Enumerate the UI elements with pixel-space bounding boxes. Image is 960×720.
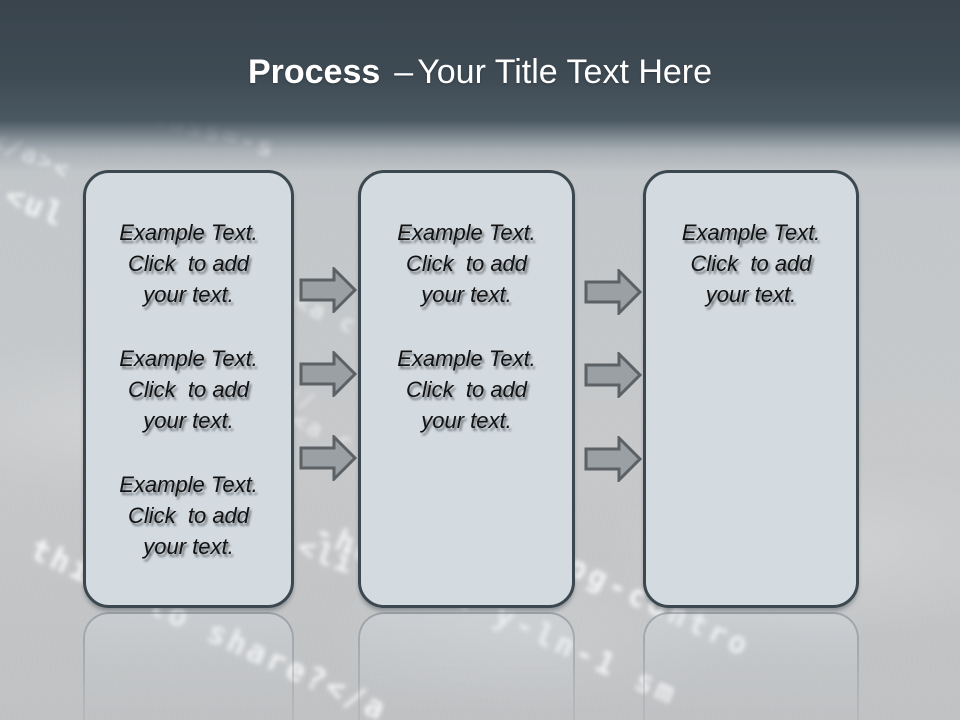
right-arrow-icon: [299, 351, 357, 397]
right-arrow-icon: [584, 352, 642, 398]
text-placeholder[interactable]: Example Text. Click to add your text.: [373, 217, 560, 310]
process-box-2[interactable]: Example Text. Click to add your text. Ex…: [358, 170, 575, 608]
right-arrow-icon: [299, 267, 357, 313]
box-reflection: [358, 612, 575, 720]
right-arrow-icon: [584, 269, 642, 315]
placeholder-line: Example Text.: [397, 346, 536, 371]
text-placeholder[interactable]: Example Text. Click to add your text.: [658, 217, 844, 310]
box-reflection: [83, 612, 294, 720]
right-arrow-icon: [299, 435, 357, 481]
slide-title[interactable]: Process–Your Title Text Here: [0, 52, 960, 92]
placeholder-line: your text.: [421, 408, 512, 433]
placeholder-line: Example Text.: [681, 220, 821, 245]
right-arrow-icon: [584, 436, 642, 482]
placeholder-line: your text.: [143, 534, 234, 559]
placeholder-line: Click to add: [127, 377, 250, 402]
placeholder-line: Click to add: [690, 251, 812, 276]
process-box-3[interactable]: Example Text. Click to add your text.: [643, 170, 859, 608]
title-text: Your Title Text Here: [417, 53, 713, 91]
placeholder-line: your text.: [143, 408, 234, 433]
title-keyword: Process: [247, 53, 381, 91]
code-fragment: <li: [292, 529, 360, 581]
placeholder-line: your text.: [143, 282, 234, 307]
placeholder-line: Example Text.: [397, 220, 536, 245]
text-placeholder[interactable]: Example Text. Click to add your text.: [373, 343, 560, 436]
box-reflection: [643, 612, 859, 720]
placeholder-line: Click to add: [405, 251, 528, 276]
placeholder-line: Example Text.: [119, 220, 258, 245]
title-separator: –: [394, 53, 414, 91]
placeholder-line: Example Text.: [119, 472, 258, 497]
slide-header: Process–Your Title Text Here: [0, 0, 960, 172]
placeholder-line: Click to add: [405, 377, 528, 402]
code-fragment: <ul: [0, 177, 71, 235]
placeholder-line: Click to add: [127, 503, 250, 528]
text-placeholder[interactable]: Example Text. Click to add your text.: [98, 343, 279, 436]
text-placeholder[interactable]: Example Text. Click to add your text.: [98, 217, 279, 310]
placeholder-line: Click to add: [127, 251, 250, 276]
process-box-1[interactable]: Example Text. Click to add your text. Ex…: [83, 170, 294, 608]
placeholder-line: your text.: [705, 282, 797, 307]
placeholder-line: Example Text.: [119, 346, 258, 371]
text-placeholder[interactable]: Example Text. Click to add your text.: [98, 469, 279, 562]
placeholder-line: your text.: [421, 282, 512, 307]
